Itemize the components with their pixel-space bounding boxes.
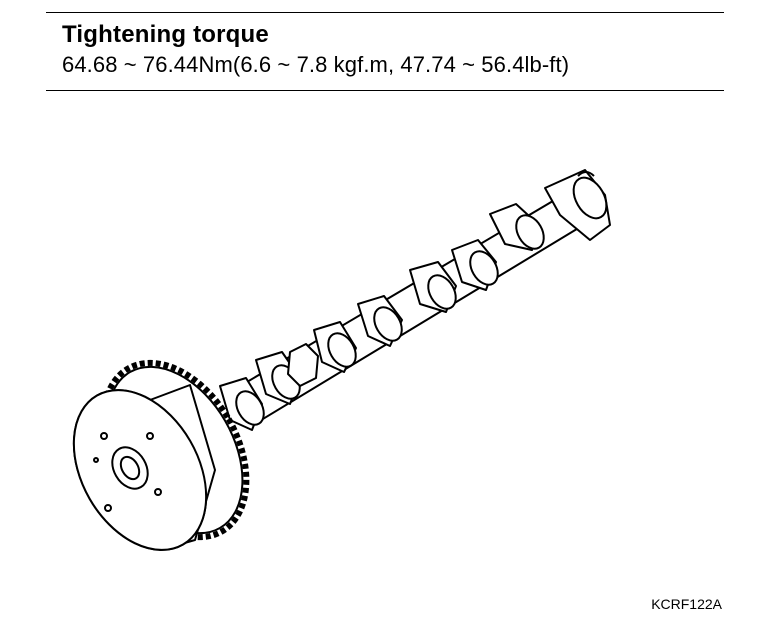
bottom-rule [46, 90, 724, 91]
shaft-rear-end [544, 169, 611, 241]
cam-lobe-3 [409, 261, 457, 313]
cam-lobe-1 [489, 203, 545, 251]
figure-code: KCRF122A [651, 596, 722, 612]
cam-lobe-7 [219, 377, 265, 431]
spec-title: Tightening torque [62, 21, 269, 48]
top-rule [46, 12, 724, 13]
spec-value: 64.68 ~ 76.44Nm(6.6 ~ 7.8 kgf.m, 47.74 ~… [62, 52, 570, 77]
cam-lobe-4 [357, 295, 403, 347]
cvvt-housing [72, 384, 216, 551]
hex-section [287, 343, 319, 387]
cam-lobe-5 [313, 321, 357, 373]
torque-spec-block: Tightening torque 64.68 ~ 76.44Nm(6.6 ~ … [62, 20, 569, 80]
cam-lobe-2 [451, 239, 499, 291]
